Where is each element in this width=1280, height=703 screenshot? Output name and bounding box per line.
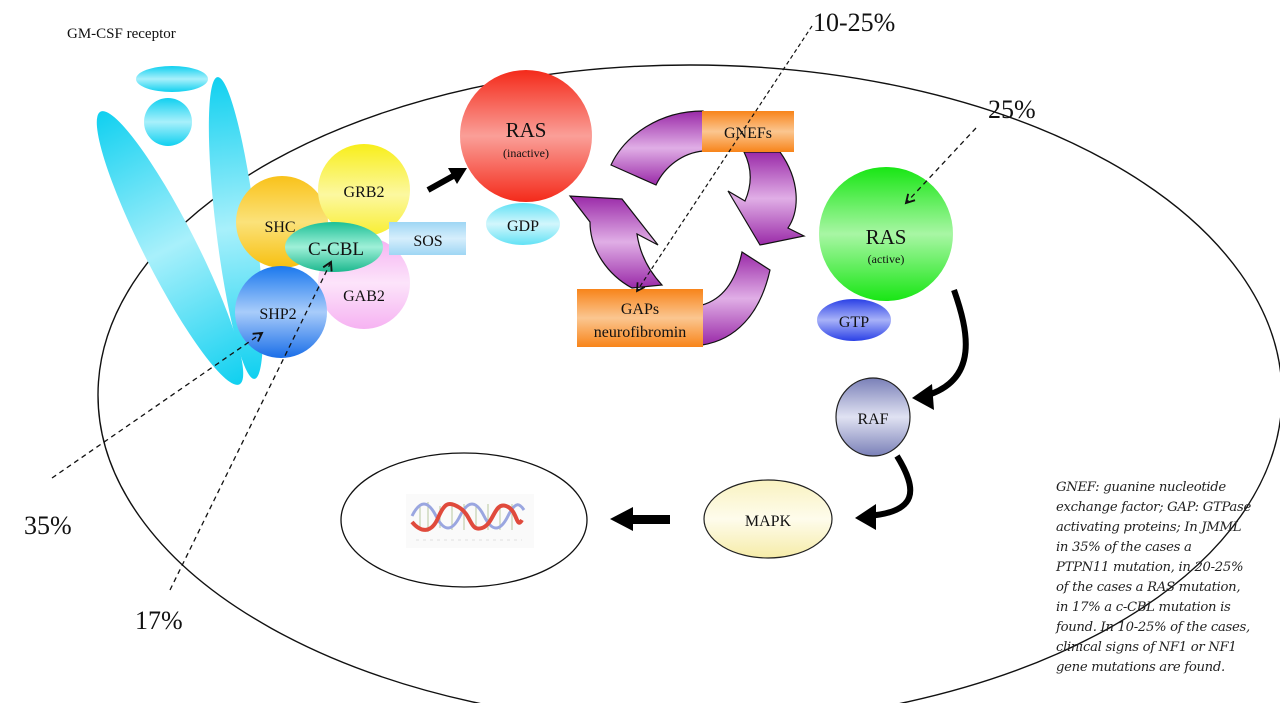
dna-helix-icon: [406, 494, 534, 548]
nf1-frequency: 10-25%: [813, 8, 895, 37]
callout-cbl: 17%: [135, 260, 333, 635]
cycle-arrow-top: [610, 110, 704, 186]
mapk-node: [703, 479, 833, 559]
callout-nf1: 10-25%: [636, 8, 895, 293]
caption-line: exchange factor; GAP: GTPase: [1056, 500, 1251, 515]
gaps-label: GAPs: [621, 301, 659, 318]
ras-inactive-state: (inactive): [503, 146, 549, 160]
cycle-arrow-right: [727, 151, 806, 246]
cbl-frequency: 17%: [135, 606, 183, 635]
raf-label: RAF: [857, 411, 888, 428]
arrow-raf-to-mapk: [855, 454, 914, 530]
caption-line: gene mutations are found.: [1056, 660, 1225, 675]
caption-line: PTPN11 mutation, in 20-25%: [1056, 560, 1244, 575]
shp2-label: SHP2: [259, 306, 296, 323]
ras-inactive-node: [460, 70, 592, 202]
receptor-ligand-top: [136, 66, 208, 92]
caption-line: found. In 10-25% of the cases,: [1056, 620, 1250, 635]
grb2-label: GRB2: [344, 184, 385, 201]
cycle-arrow-left: [568, 195, 664, 289]
cycle-arrow-bottom: [701, 251, 771, 346]
caption-line: in 35% of the cases a: [1056, 540, 1192, 555]
arrow-mapk-to-nucleus: [610, 507, 670, 531]
receptor-ligand-ball: [144, 98, 192, 146]
caption-line: in 17% a c-CBL mutation is: [1056, 600, 1231, 615]
ptpn11-frequency: 35%: [24, 511, 72, 540]
grb2-node: [318, 144, 410, 236]
gnefs-label: GNEFs: [724, 125, 772, 142]
raf-node: [835, 377, 911, 457]
gab2-label: GAB2: [343, 288, 385, 305]
mapk-label: MAPK: [745, 513, 792, 530]
sos-box: [389, 222, 466, 255]
gtp-label: GTP: [839, 314, 869, 331]
gaps-box: [577, 289, 703, 347]
cell-membrane: [97, 64, 1280, 703]
arrow-ras-to-raf: [912, 289, 969, 410]
callout-ptpn11: 35%: [24, 331, 264, 540]
receptor-alpha-chain: [96, 111, 244, 385]
ras-active-state: (active): [868, 252, 905, 266]
ras-active-node: [819, 167, 953, 301]
c-cbl-node: [285, 222, 383, 272]
caption-line: clinical signs of NF1 or NF1: [1056, 640, 1237, 655]
ras-active-label: RAS: [866, 225, 907, 249]
gnefs-box: [702, 111, 794, 152]
callout-ras: 25%: [904, 95, 1036, 205]
caption-line: activating proteins; In JMML: [1056, 520, 1242, 535]
sos-label: SOS: [413, 233, 442, 250]
ras-frequency: 25%: [988, 95, 1036, 124]
caption-line: GNEF: guanine nucleotide: [1056, 480, 1226, 495]
caption-line: of the cases a RAS mutation,: [1056, 580, 1241, 595]
receptor-title: GM-CSF receptor: [67, 26, 176, 42]
gtp-node: [817, 299, 891, 341]
signalling-complex: SHC GRB2 GAB2 SHP2 SOS C-CBL: [235, 144, 466, 358]
gdp-node: [486, 203, 560, 245]
arrow-complex-to-ras: [426, 168, 467, 193]
figure-caption: GNEF: guanine nucleotide exchange factor…: [1056, 478, 1280, 678]
ras-inactive-label: RAS: [506, 118, 547, 142]
gaps-sublabel: neurofibromin: [594, 324, 686, 341]
ras-cycle: [568, 110, 806, 346]
gdp-label: GDP: [507, 218, 539, 235]
c-cbl-label: C-CBL: [308, 239, 364, 260]
shc-label: SHC: [264, 219, 295, 236]
